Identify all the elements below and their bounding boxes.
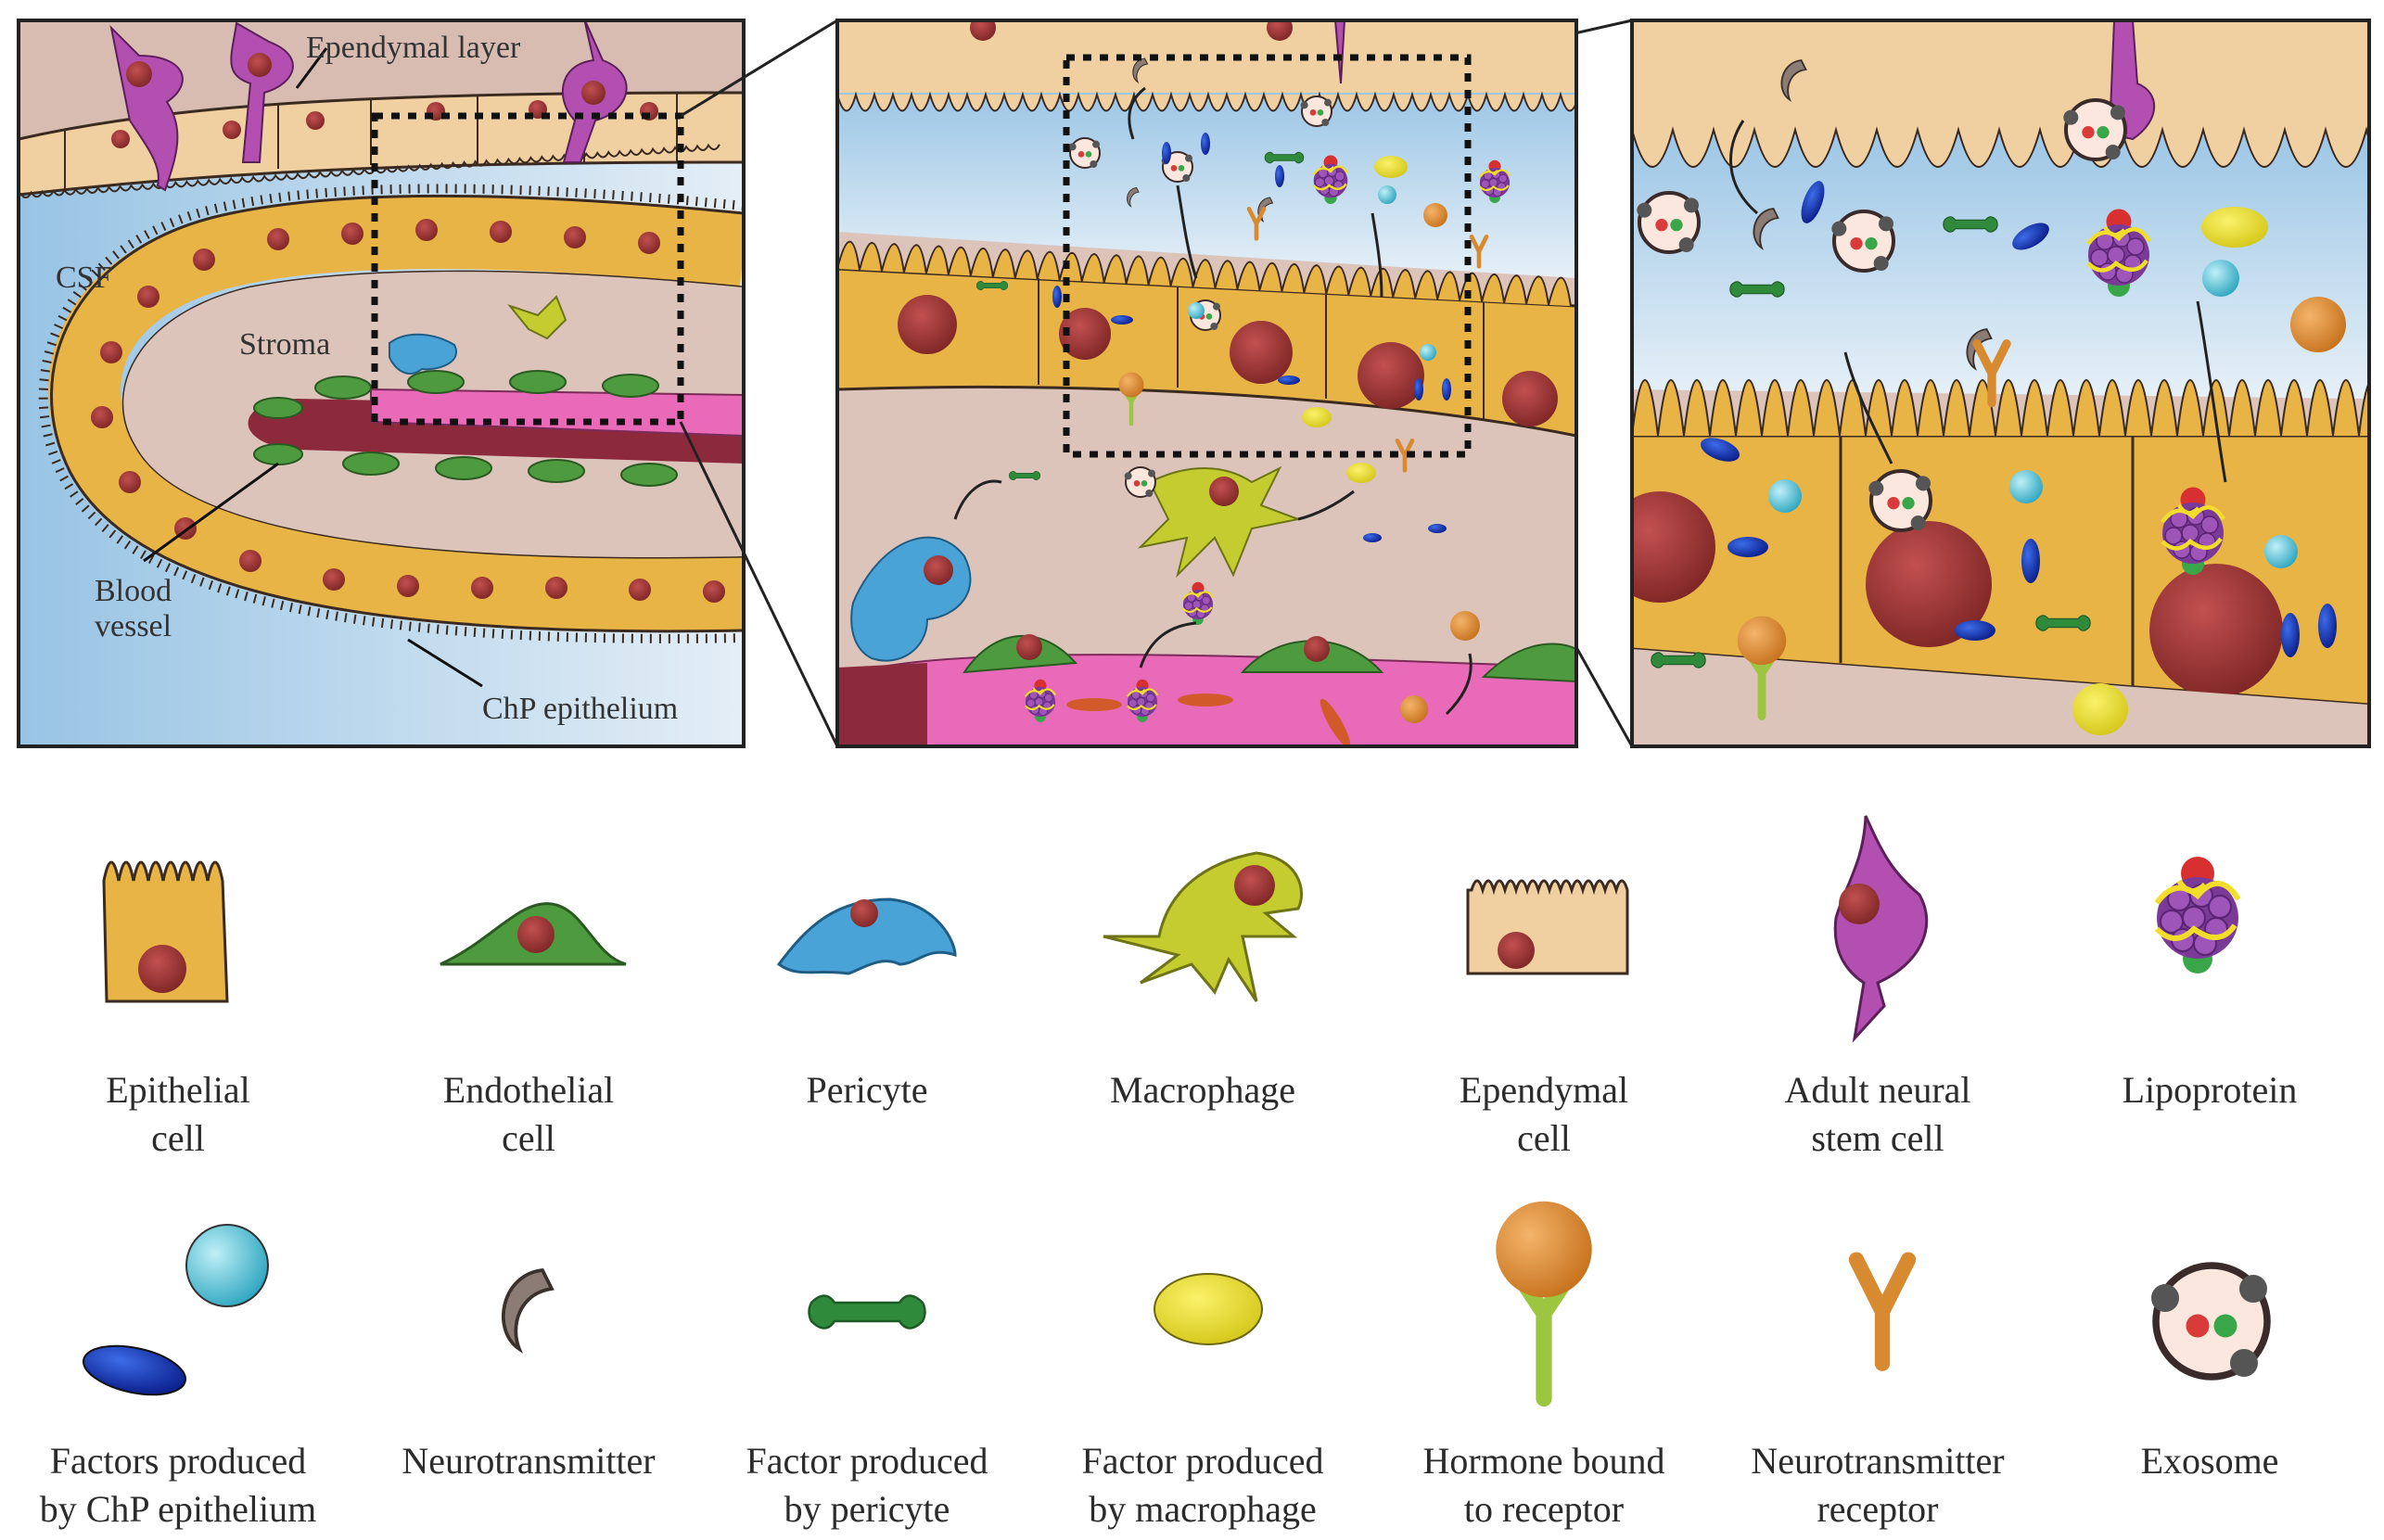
legend-line: Adult neural — [1784, 1069, 1971, 1111]
legend-line: by ChP epithelium — [39, 1488, 317, 1530]
legend-label-macrophage-factor: Factor produced by macrophage — [1050, 1437, 1356, 1534]
panel-zoom-2 — [1632, 20, 2369, 746]
pericyte-small — [389, 333, 457, 375]
legend-label-endothelial-cell: Endothelial cell — [376, 1066, 682, 1163]
panel-overview — [19, 20, 744, 746]
legend-label-adult-neural-stem-cell: Adult neural stem cell — [1725, 1066, 2031, 1163]
label-csf: CSF — [56, 261, 112, 295]
legend-label-neurotransmitter-receptor: Neurotransmitter receptor — [1725, 1437, 2031, 1534]
legend-label-epithelial-cell: Epithelial cell — [25, 1066, 331, 1163]
pericyte-icon — [776, 897, 957, 975]
legend-icons — [82, 815, 2267, 1403]
legend-label-lipoprotein: Lipoprotein — [2057, 1066, 2363, 1114]
neural-stem-cells — [109, 20, 628, 192]
legend-label-neurotransmitter: Neurotransmitter — [376, 1437, 682, 1485]
zoom-box-1 — [371, 112, 684, 426]
panel-zoom-1 — [837, 20, 1576, 746]
legend-label-exosome: Exosome — [2057, 1437, 2363, 1485]
legend-line: Pericyte — [806, 1069, 928, 1111]
macrophage-factor-icon — [1154, 1273, 1263, 1345]
legend-line: cell — [151, 1117, 205, 1159]
legend-line: stem cell — [1811, 1117, 1944, 1159]
legend-label-macrophage: Macrophage — [1050, 1066, 1356, 1114]
legend-line: Lipoprotein — [2122, 1069, 2298, 1111]
legend-label-chp-factors: Factors produced by ChP epithelium — [25, 1437, 331, 1534]
chp-factors-icon — [82, 1224, 269, 1396]
legend-label-ependymal-cell: Ependymal cell — [1391, 1066, 1697, 1163]
legend-line: Hormone bound — [1422, 1440, 1665, 1482]
legend-line: by macrophage — [1089, 1488, 1317, 1530]
label-chp-epithelium: ChP epithelium — [482, 692, 678, 726]
legend-line: by pericyte — [784, 1488, 950, 1530]
neurotransmitter-icon — [501, 1268, 554, 1351]
label-stroma: Stroma — [239, 327, 330, 362]
legend-line: Factors produced — [49, 1440, 307, 1482]
pericyte-factor-icon — [808, 1294, 926, 1330]
zoom-box-2 — [1063, 54, 1472, 458]
legend-label-pericyte: Pericyte — [714, 1066, 1020, 1114]
legend-line: Macrophage — [1110, 1069, 1295, 1111]
label-ependymal-layer: Ependymal layer — [306, 31, 521, 65]
legend-label-hormone-receptor: Hormone bound to receptor — [1391, 1437, 1697, 1534]
legend-line: Epithelial — [106, 1069, 250, 1111]
endothelial-cell-icon — [440, 902, 627, 966]
legend-line: Factor produced — [1081, 1440, 1324, 1482]
legend-line: Endothelial — [442, 1069, 615, 1111]
label-blood: Blood — [95, 574, 172, 608]
neurotransmitter-receptor-icon — [1856, 1260, 1908, 1364]
epithelial-cell-icon — [102, 860, 229, 1003]
legend-line: cell — [502, 1117, 555, 1159]
legend-line: receptor — [1817, 1488, 1939, 1530]
macrophage-small — [507, 295, 567, 340]
legend-line: to receptor — [1463, 1488, 1625, 1530]
legend-line: Neurotransmitter — [1751, 1440, 2005, 1482]
legend-label-pericyte-factor: Factor produced by pericyte — [714, 1437, 1020, 1534]
ependymal-cell-icon — [1466, 879, 1629, 975]
legend-line: Neurotransmitter — [402, 1440, 656, 1482]
adult-neural-stem-cell-icon — [1833, 815, 1929, 1043]
legend-line: Exosome — [2140, 1440, 2279, 1482]
hormone-receptor-icon — [1496, 1202, 1592, 1399]
legend-line: Ependymal — [1459, 1069, 1629, 1111]
legend-line: cell — [1517, 1117, 1571, 1159]
label-vessel: vessel — [95, 609, 172, 643]
macrophage-icon — [1103, 851, 1303, 1002]
lipoprotein-icon — [2157, 857, 2238, 974]
exosome-icon — [2151, 1266, 2267, 1377]
endothelial-cells — [253, 370, 678, 487]
legend-line: Factor produced — [746, 1440, 988, 1482]
